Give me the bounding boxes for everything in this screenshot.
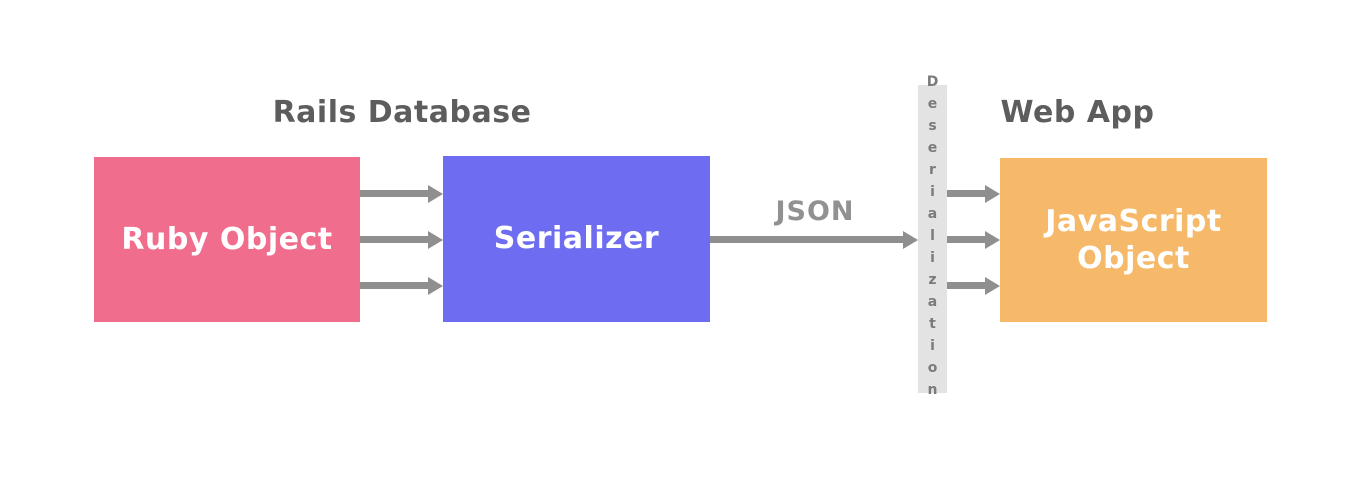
arrow-bar-to-javascript-2 bbox=[947, 236, 985, 243]
deserialization-label: Deserialization bbox=[924, 74, 941, 404]
javascript-object-node: JavaScript Object bbox=[1000, 158, 1267, 322]
json-edge-label: JSON bbox=[775, 196, 855, 227]
serializer-node: Serializer bbox=[443, 156, 710, 322]
serializer-label: Serializer bbox=[493, 221, 660, 257]
arrow-bar-to-javascript-1 bbox=[947, 190, 985, 197]
web-app-title: Web App bbox=[1000, 95, 1155, 130]
arrow-ruby-to-serializer-2 bbox=[360, 236, 428, 243]
rails-database-title: Rails Database bbox=[272, 95, 532, 130]
deserialization-bar: Deserialization bbox=[918, 74, 947, 404]
arrow-ruby-to-serializer-1 bbox=[360, 190, 428, 197]
javascript-object-label: JavaScript Object bbox=[1045, 203, 1222, 277]
arrow-bar-to-javascript-3 bbox=[947, 282, 985, 289]
ruby-object-label: Ruby Object bbox=[121, 221, 333, 257]
arrow-serializer-to-deserialization bbox=[710, 236, 903, 243]
ruby-object-node: Ruby Object bbox=[94, 157, 360, 322]
arrow-ruby-to-serializer-3 bbox=[360, 282, 428, 289]
